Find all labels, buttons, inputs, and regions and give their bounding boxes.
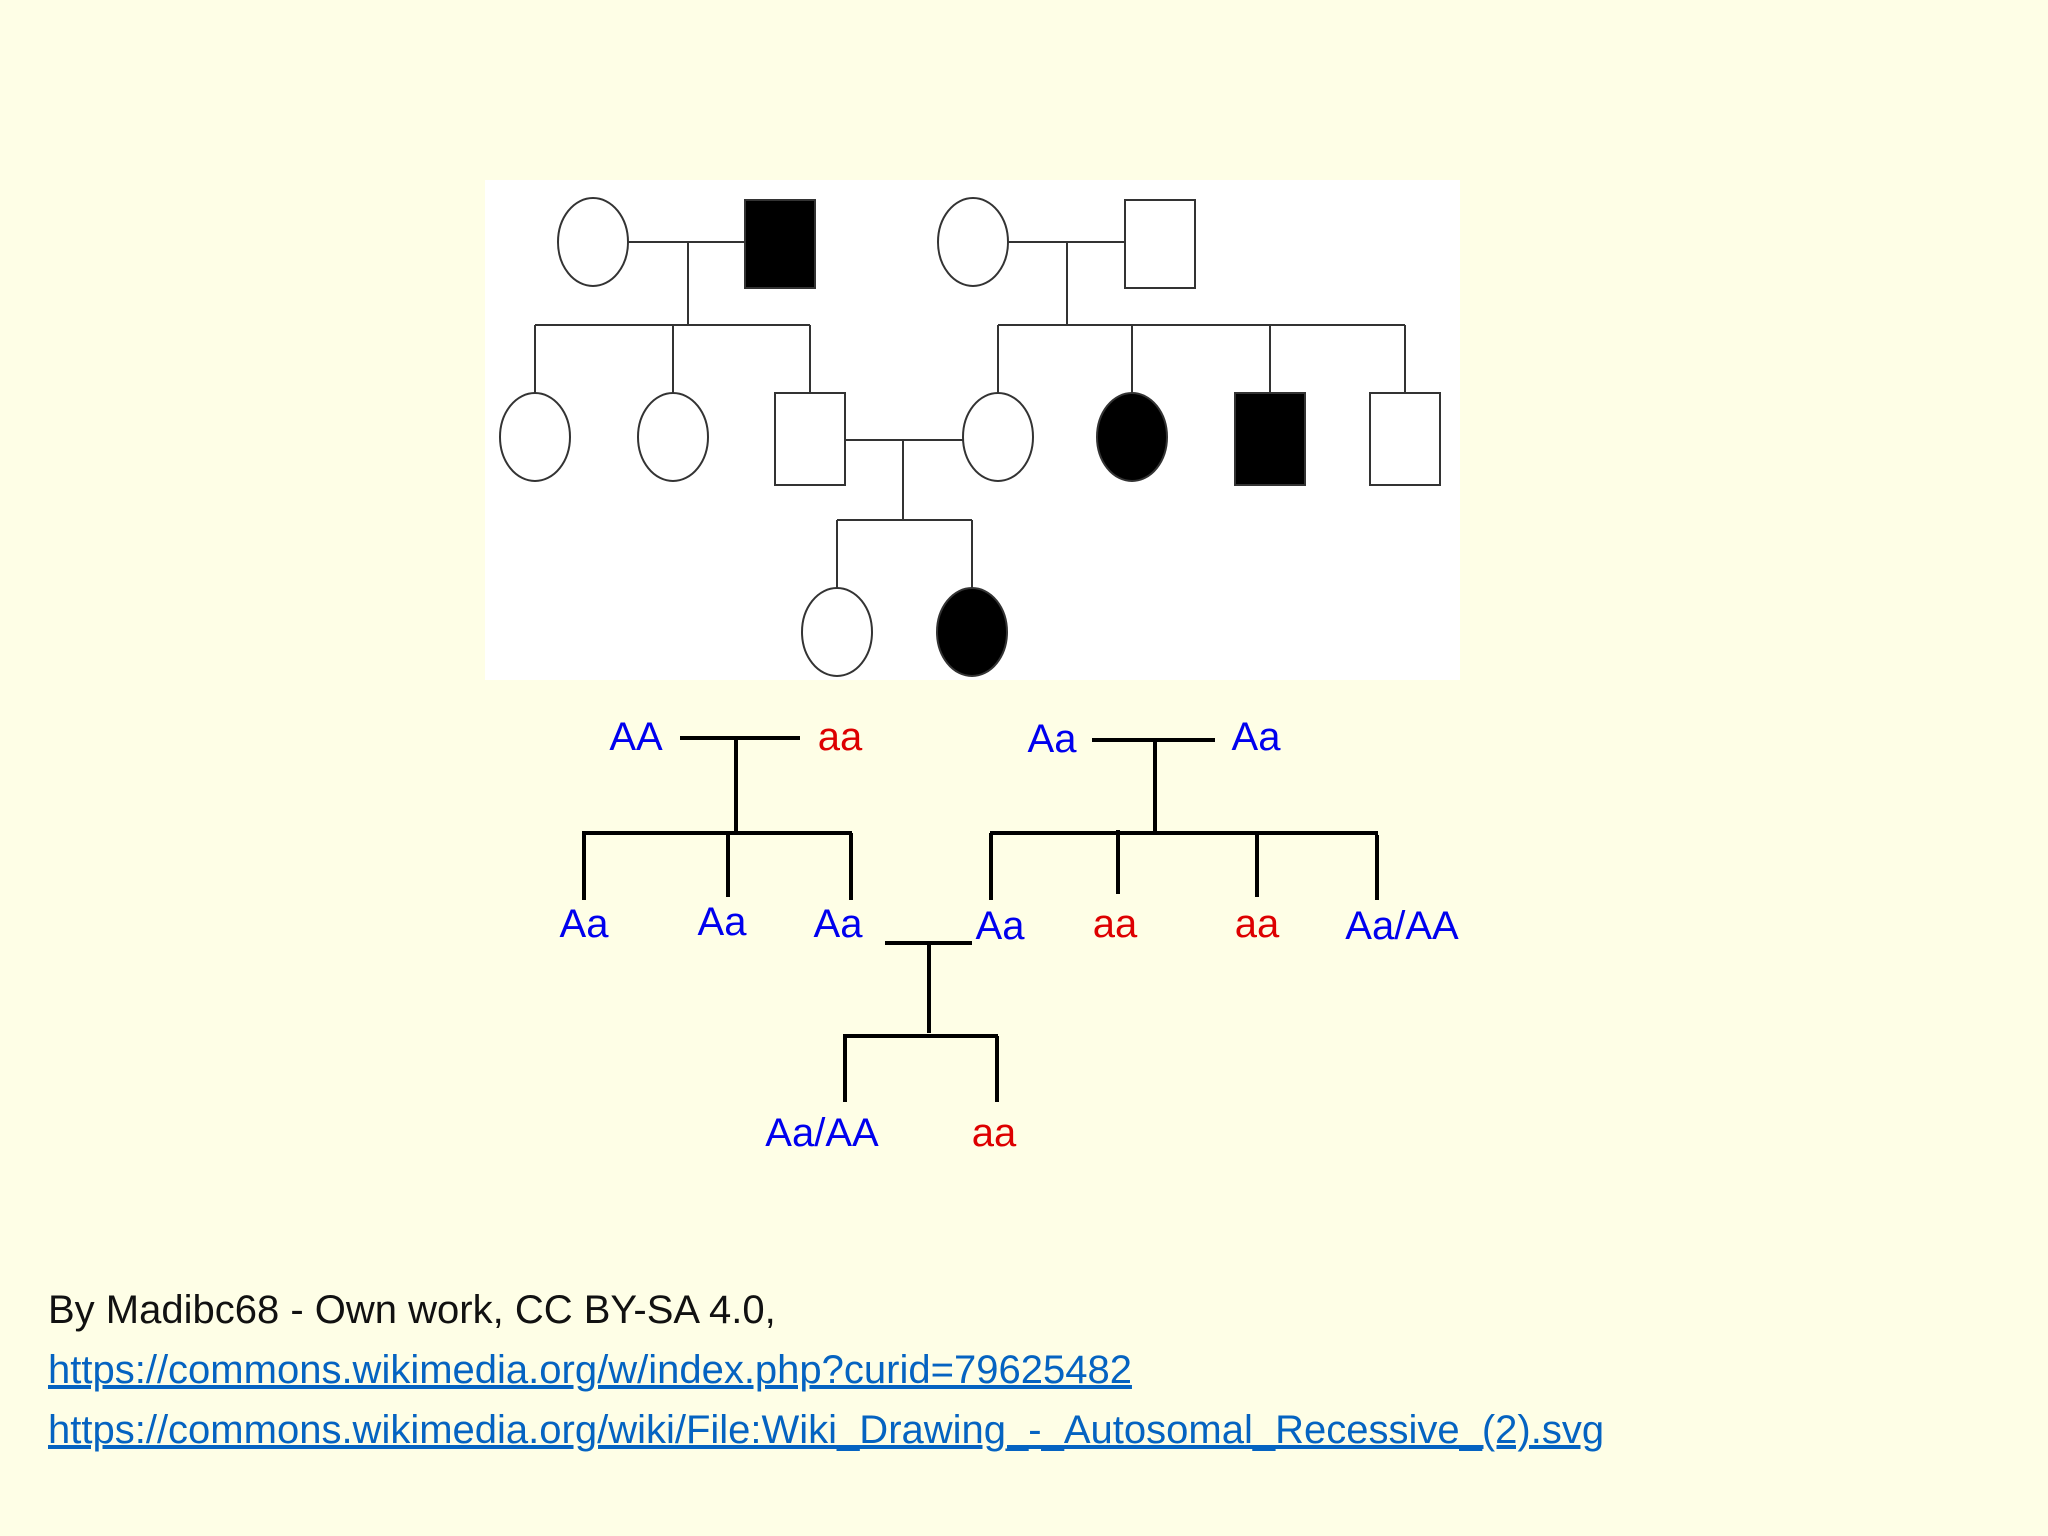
genotype-g2-6: aa <box>1234 902 1280 946</box>
g2-male-1 <box>774 392 846 486</box>
g2-female-affected <box>1096 392 1168 482</box>
g1-male-2 <box>1124 199 1196 289</box>
genotype-g1-left-mother: aa <box>817 715 863 759</box>
g3-female-affected <box>936 587 1008 677</box>
genotype-g3-2: aa <box>971 1111 1017 1155</box>
source-link-file[interactable]: https://commons.wikimedia.org/wiki/File:… <box>48 1408 1605 1452</box>
genotype-g1-right-father: Aa <box>1231 715 1281 759</box>
g2-female-3 <box>962 392 1034 482</box>
g1-female-1 <box>557 197 629 287</box>
genotype-g2-7: Aa/AA <box>1345 904 1459 948</box>
source-link-curid[interactable]: https://commons.wikimedia.org/w/index.ph… <box>48 1348 1132 1392</box>
g2-male-2 <box>1369 392 1441 486</box>
g2-female-2 <box>637 392 709 482</box>
genotype-g1-left-father: AA <box>609 715 663 759</box>
g1-female-2 <box>937 197 1009 287</box>
g2-male-affected <box>1234 392 1306 486</box>
g1-male-affected <box>744 199 816 289</box>
attribution-block: By Madibc68 - Own work, CC BY-SA 4.0, ht… <box>48 1280 1604 1460</box>
genotype-g2-2: Aa <box>697 900 747 944</box>
pedigree-lines <box>534 241 1406 588</box>
pedigree-chart <box>485 180 1460 680</box>
g2-female-1 <box>499 392 571 482</box>
genotype-g2-3: Aa <box>813 902 863 946</box>
attribution-text: By Madibc68 - Own work, CC BY-SA 4.0, <box>48 1288 776 1332</box>
genotype-g2-1: Aa <box>559 902 609 946</box>
genotype-g2-4: Aa <box>975 904 1025 948</box>
pedigree-svg <box>499 197 1441 677</box>
genotype-g2-5: aa <box>1092 902 1138 946</box>
genotype-g3-1: Aa/AA <box>765 1111 879 1155</box>
g3-female-1 <box>801 587 873 677</box>
pedigree-symbols <box>499 197 1441 677</box>
genotype-g1-right-mother: Aa <box>1027 717 1077 761</box>
